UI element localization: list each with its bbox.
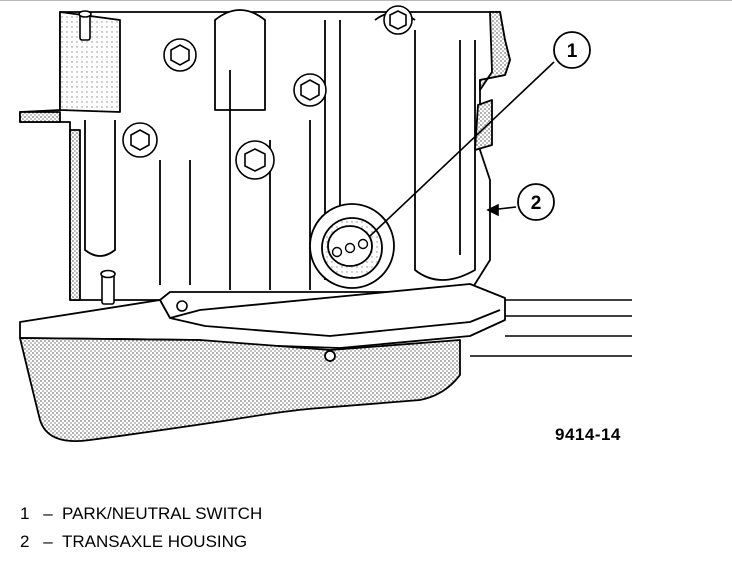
legend-number: 1: [20, 504, 30, 523]
oil-pan: [19, 337, 461, 442]
figure-number: 9414-14: [555, 425, 621, 444]
legend: 1–PARK/NEUTRAL SWITCH 2–TRANSAXLE HOUSIN…: [20, 500, 262, 556]
pan-flange: [19, 283, 506, 349]
legend-label: PARK/NEUTRAL SWITCH: [62, 504, 263, 523]
callout-2: [517, 183, 555, 221]
callout-1-number: 1: [567, 41, 578, 62]
legend-item: 2–TRANSAXLE HOUSING: [20, 528, 262, 556]
support-rails: [470, 299, 632, 357]
legend-item: 1–PARK/NEUTRAL SWITCH: [20, 500, 262, 528]
transaxle-illustration: 1 2: [19, 5, 632, 442]
legend-label: TRANSAXLE HOUSING: [62, 532, 248, 551]
legend-number: 2: [20, 532, 30, 551]
legend-dash: –: [43, 532, 53, 551]
callout-2-number: 2: [531, 193, 542, 214]
top-border: [0, 0, 732, 1]
callout-1: [553, 31, 591, 69]
callout-leaders: [369, 61, 555, 237]
park-neutral-switch: [309, 203, 395, 289]
legend-dash: –: [43, 504, 53, 523]
